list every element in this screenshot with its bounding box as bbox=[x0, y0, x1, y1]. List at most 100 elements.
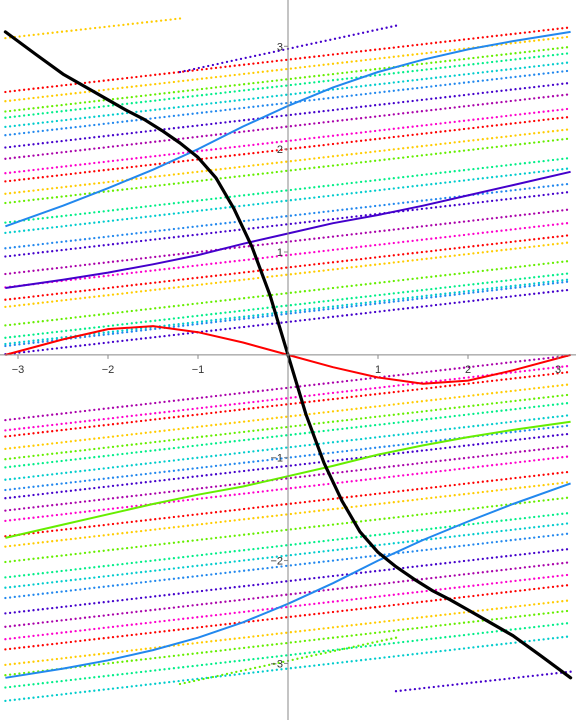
data-point bbox=[542, 262, 545, 266]
data-point bbox=[542, 72, 545, 75]
data-point bbox=[458, 253, 461, 257]
data-point bbox=[472, 167, 475, 171]
data-point bbox=[22, 433, 26, 436]
data-point bbox=[41, 424, 44, 428]
data-point bbox=[425, 448, 428, 452]
data-point bbox=[196, 513, 199, 516]
data-point bbox=[327, 523, 330, 527]
data-point bbox=[280, 457, 283, 460]
data-point bbox=[430, 448, 433, 451]
data-point bbox=[476, 282, 480, 285]
data-point bbox=[490, 116, 494, 119]
data-point bbox=[280, 555, 283, 558]
data-point bbox=[46, 250, 49, 253]
data-point bbox=[74, 345, 77, 348]
data-point bbox=[135, 451, 138, 454]
data-point bbox=[186, 226, 190, 229]
data-point bbox=[74, 247, 77, 250]
data-point bbox=[88, 535, 91, 539]
data-point bbox=[528, 276, 531, 280]
data-point bbox=[256, 418, 260, 422]
data-point bbox=[308, 474, 311, 477]
data-point bbox=[4, 519, 7, 523]
data-point bbox=[51, 430, 54, 433]
data-point bbox=[299, 213, 302, 216]
data-point bbox=[186, 468, 190, 471]
data-point bbox=[149, 559, 152, 563]
data-point bbox=[107, 261, 110, 264]
data-point bbox=[495, 296, 498, 300]
data-point bbox=[331, 420, 335, 423]
data-point bbox=[214, 312, 218, 315]
data-point bbox=[430, 249, 433, 253]
data-point bbox=[345, 141, 349, 144]
data-point bbox=[392, 46, 395, 49]
data-point bbox=[139, 519, 143, 522]
data-point bbox=[458, 94, 461, 97]
data-point bbox=[238, 99, 241, 102]
data-point bbox=[32, 122, 35, 125]
data-point bbox=[46, 414, 49, 417]
data-point bbox=[472, 232, 475, 236]
data-point bbox=[228, 65, 232, 68]
data-point bbox=[481, 79, 484, 82]
data-point bbox=[102, 341, 105, 345]
data-point bbox=[22, 322, 26, 325]
data-point bbox=[392, 384, 395, 388]
data-point bbox=[65, 528, 68, 531]
data-point bbox=[561, 36, 564, 39]
data-point bbox=[509, 487, 512, 490]
data-point bbox=[331, 459, 335, 462]
data-point bbox=[434, 275, 438, 278]
data-point bbox=[486, 281, 489, 284]
data-point bbox=[37, 153, 40, 157]
data-point bbox=[55, 570, 59, 573]
data-point bbox=[172, 279, 176, 282]
data-point bbox=[4, 560, 7, 564]
data-point bbox=[345, 305, 349, 309]
data-point bbox=[238, 470, 241, 473]
data-point bbox=[490, 289, 494, 292]
data-point bbox=[55, 196, 59, 199]
data-point bbox=[453, 221, 456, 224]
data-point bbox=[191, 277, 194, 280]
data-point bbox=[32, 269, 35, 272]
data-point bbox=[289, 199, 293, 202]
data-point bbox=[18, 271, 21, 274]
data-point bbox=[462, 38, 466, 41]
data-point bbox=[172, 446, 176, 450]
data-point bbox=[149, 185, 152, 188]
data-point bbox=[495, 268, 498, 271]
data-point bbox=[83, 479, 87, 483]
data-point bbox=[388, 375, 391, 378]
data-point bbox=[519, 460, 522, 464]
data-point bbox=[46, 581, 49, 585]
data-point bbox=[121, 120, 124, 123]
data-point bbox=[425, 512, 428, 516]
data-point bbox=[186, 555, 190, 558]
data-point bbox=[317, 250, 321, 253]
data-point bbox=[462, 202, 466, 206]
data-point bbox=[51, 331, 54, 334]
data-point bbox=[196, 179, 199, 183]
data-point bbox=[200, 322, 204, 325]
data-point bbox=[388, 434, 391, 438]
data-point bbox=[434, 76, 438, 79]
data-point bbox=[46, 331, 49, 335]
data-point bbox=[74, 138, 77, 141]
data-point bbox=[565, 393, 569, 397]
data-point bbox=[336, 409, 339, 413]
data-point bbox=[74, 527, 77, 530]
data-point bbox=[46, 492, 49, 495]
data-point bbox=[406, 278, 410, 281]
data-point bbox=[210, 521, 213, 525]
data-point bbox=[158, 491, 161, 495]
data-point bbox=[46, 268, 49, 271]
data-point bbox=[41, 188, 44, 191]
data-point bbox=[18, 464, 21, 467]
data-point bbox=[392, 148, 395, 151]
data-point bbox=[397, 135, 400, 138]
data-point bbox=[27, 143, 30, 146]
data-point bbox=[144, 256, 147, 260]
data-point bbox=[490, 90, 494, 94]
